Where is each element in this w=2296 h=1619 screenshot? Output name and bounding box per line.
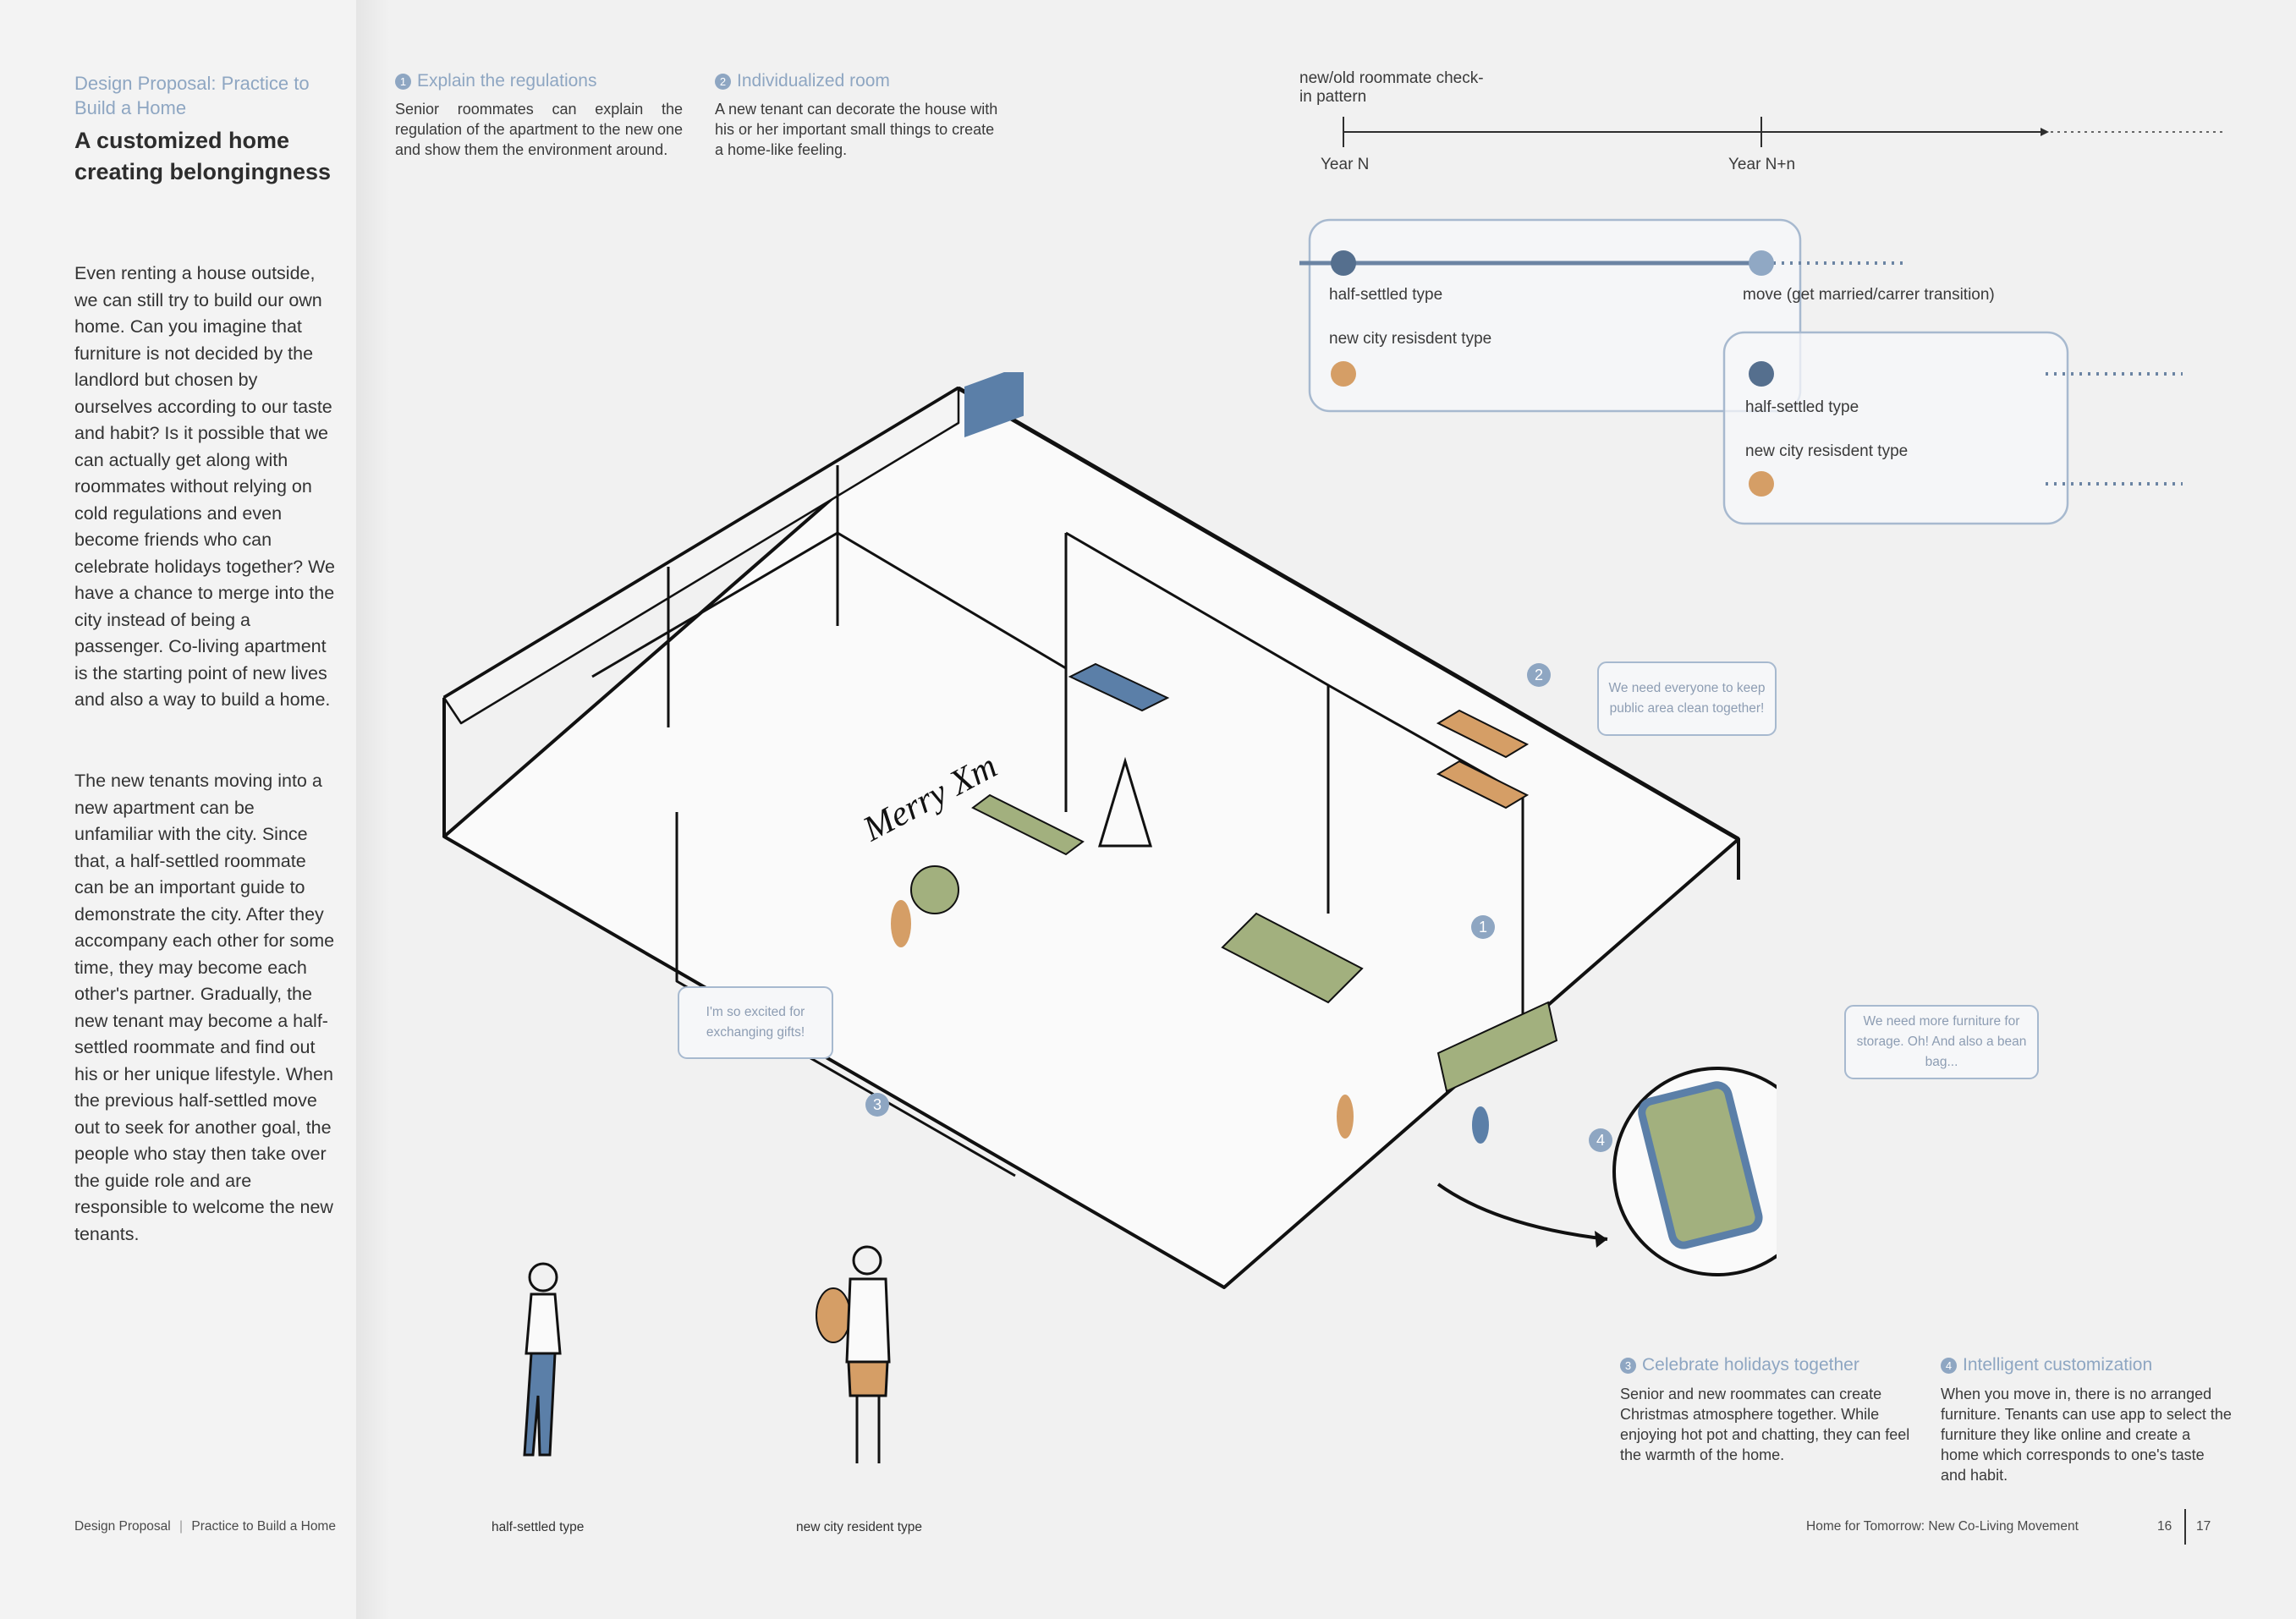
figure-half-settled <box>523 1262 562 1457</box>
wall-top-right <box>957 386 1740 842</box>
box-year-nn <box>1722 331 2069 525</box>
section-body: Senior and new roommates can create Chri… <box>1620 1386 1910 1463</box>
person-orange-2 <box>1337 1095 1354 1139</box>
section-individualized-room: 2 Individualized room A new tenant can de… <box>715 71 1002 160</box>
section-number-4: 4 <box>1941 1357 1957 1374</box>
figure-label-half: half-settled type <box>492 1520 585 1534</box>
wall-left-band <box>442 387 960 725</box>
apartment-floor <box>442 387 1740 1289</box>
orange-bed-top <box>1436 709 1530 759</box>
phone-icon <box>1638 1081 1763 1249</box>
partition-3 <box>591 531 1067 678</box>
arrow-head <box>1595 1231 1607 1248</box>
page-number-divider <box>2184 1509 2186 1545</box>
section-title: Intelligent customization <box>1963 1355 2153 1375</box>
box-year-n <box>1308 218 1802 413</box>
footer-separator: | <box>179 1519 184 1534</box>
footer-right-title: Home for Tomorrow: New Co-Living Movemen… <box>1806 1519 2079 1534</box>
label-year-n: Year N <box>1321 156 1370 173</box>
timeline-title: new/old roommate check-in pattern <box>1299 69 1484 106</box>
green-cabinet <box>1436 1001 1558 1093</box>
dot-new-city-2 <box>1749 471 1774 497</box>
section-explain-regulations: 1 Explain the regulations Senior roommate… <box>395 71 683 160</box>
arrow-to-phone <box>1436 1183 1608 1241</box>
badge-3: 3 <box>865 1093 889 1117</box>
proposal-kicker: Design Proposal: Practice to Build a Hom… <box>74 73 310 118</box>
section-intelligent-customization: 4 Intelligent customization When you move… <box>1941 1355 2233 1485</box>
section-body: A new tenant can decorate the house with… <box>715 101 998 158</box>
badge-2: 2 <box>1527 663 1551 687</box>
dot-new-city <box>1331 361 1356 387</box>
section-body: Senior roommates can explain the regulat… <box>395 101 683 158</box>
footer-left: Design Proposal | Practice to Build a Ho… <box>74 1519 336 1534</box>
figure-label-newcity: new city resident type <box>796 1520 923 1534</box>
green-dish <box>910 865 959 914</box>
blue-poster <box>964 372 1024 438</box>
blue-bed <box>1068 662 1170 712</box>
section-celebrate-holidays: 3 Celebrate holidays together Senior and … <box>1620 1355 1925 1465</box>
section-number-2: 2 <box>715 73 731 90</box>
section-title: Individualized room <box>737 71 890 91</box>
tenants-paragraph: The new tenants moving into a new apartm… <box>74 771 335 1244</box>
bubble-clean: We need everyone to keep public area cle… <box>1597 661 1777 736</box>
page-number-16: 16 <box>2157 1519 2172 1534</box>
section-title: Celebrate holidays together <box>1642 1355 1859 1375</box>
intro-paragraph: Even renting a house outside, we can sti… <box>74 263 335 710</box>
dot-half-settled <box>1331 250 1356 276</box>
footer-left-b: Practice to Build a Home <box>191 1519 336 1534</box>
section-number-1: 1 <box>395 73 411 90</box>
label-new-city-2: new city resisdent type <box>1745 442 1909 460</box>
page-title: A customized home creating belongingness <box>74 128 332 184</box>
left-page <box>0 0 356 1619</box>
apartment-illustration: Merry Xm <box>442 372 1777 1289</box>
green-dining-table <box>1221 912 1364 1004</box>
label-new-city: new city resisdent type <box>1329 330 1492 348</box>
person-blue <box>1472 1106 1489 1144</box>
label-half-settled-2: half-settled type <box>1745 398 1859 416</box>
dot-move <box>1749 250 1774 276</box>
badge-4: 4 <box>1589 1128 1612 1152</box>
bubble-gifts: I'm so excited for exchanging gifts! <box>678 986 833 1059</box>
section-title: Explain the regulations <box>417 71 597 91</box>
page-number-17: 17 <box>2196 1519 2211 1534</box>
footer-left-a: Design Proposal <box>74 1519 171 1534</box>
green-tv-stand <box>971 793 1085 856</box>
figure-new-city <box>816 1245 891 1463</box>
section-number-3: 3 <box>1620 1357 1636 1374</box>
badge-1: 1 <box>1471 915 1495 939</box>
dot-half-settled-2 <box>1749 361 1774 387</box>
section-body: When you move in, there is no arranged f… <box>1941 1386 2232 1484</box>
orange-bed-bottom <box>1436 760 1530 810</box>
timeline-diagram <box>1299 117 2225 525</box>
bubble-storage: We need more furniture for storage. Oh! … <box>1844 1005 2039 1079</box>
timeline-arrowhead <box>2041 128 2049 136</box>
label-move: move (get married/carrer transition) <box>1743 286 1995 304</box>
partition-7 <box>675 812 1016 1177</box>
page-gutter <box>356 0 390 1619</box>
christmas-tree <box>1097 756 1153 848</box>
label-half-settled: half-settled type <box>1329 286 1443 304</box>
label-year-nn: Year N+n <box>1728 156 1796 173</box>
person-orange-1 <box>891 900 911 947</box>
